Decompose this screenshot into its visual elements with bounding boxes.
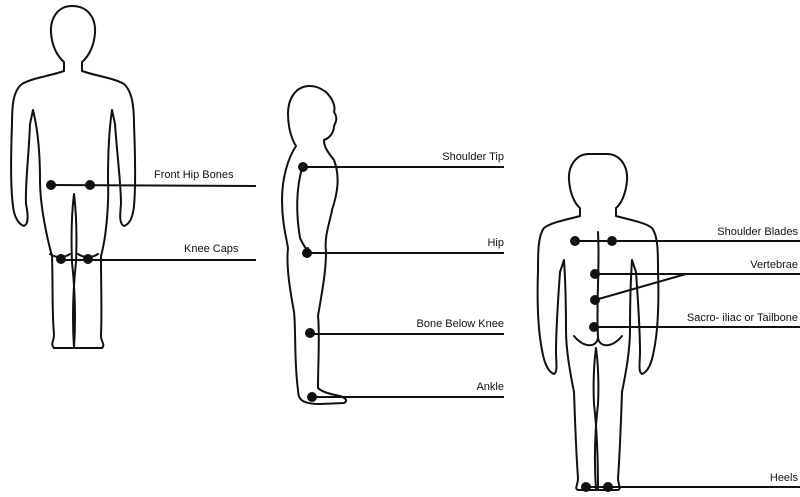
shoulder-blades-label: Shoulder Blades bbox=[717, 226, 798, 238]
side-view-figure: Shoulder Tip Hip Bone Below Knee Ankle bbox=[282, 86, 504, 404]
knee-cap-left-marker bbox=[56, 254, 66, 264]
front-hip-left-marker bbox=[46, 180, 56, 190]
heels-label: Heels bbox=[770, 472, 799, 484]
back-view-figure: Shoulder Blades Vertebrae Sacro- iliac o… bbox=[538, 154, 800, 492]
hip-marker bbox=[302, 248, 312, 258]
shoulder-tip-marker bbox=[298, 162, 308, 172]
side-figure-outline bbox=[282, 86, 346, 404]
vertebrae-lower-marker bbox=[590, 295, 600, 305]
vertebrae-label: Vertebrae bbox=[750, 259, 798, 271]
front-view-figure: Front Hip Bones Knee Caps bbox=[11, 6, 256, 348]
side-arm-outline bbox=[297, 168, 308, 249]
back-spine-line bbox=[597, 232, 598, 338]
vertebrae-leader-lower bbox=[595, 274, 686, 300]
sacro-iliac-label: Sacro- iliac or Tailbone bbox=[687, 312, 798, 324]
knee-cap-right-marker bbox=[83, 254, 93, 264]
ankle-label: Ankle bbox=[476, 381, 504, 393]
shoulder-blade-left-marker bbox=[570, 236, 580, 246]
heel-right-marker bbox=[603, 482, 613, 492]
front-hip-leader bbox=[50, 185, 256, 186]
heel-left-marker bbox=[581, 482, 591, 492]
front-hip-right-marker bbox=[85, 180, 95, 190]
vertebrae-upper-marker bbox=[590, 269, 600, 279]
knee-caps-label: Knee Caps bbox=[184, 243, 239, 255]
shoulder-blade-right-marker bbox=[607, 236, 617, 246]
bone-below-knee-label: Bone Below Knee bbox=[417, 318, 504, 330]
bone-below-knee-marker bbox=[305, 328, 315, 338]
hip-label: Hip bbox=[487, 237, 504, 249]
ankle-marker bbox=[307, 392, 317, 402]
front-figure-outline bbox=[11, 6, 135, 348]
shoulder-tip-label: Shoulder Tip bbox=[442, 151, 504, 163]
front-hip-bones-label: Front Hip Bones bbox=[154, 169, 234, 181]
sacro-iliac-marker bbox=[589, 322, 599, 332]
